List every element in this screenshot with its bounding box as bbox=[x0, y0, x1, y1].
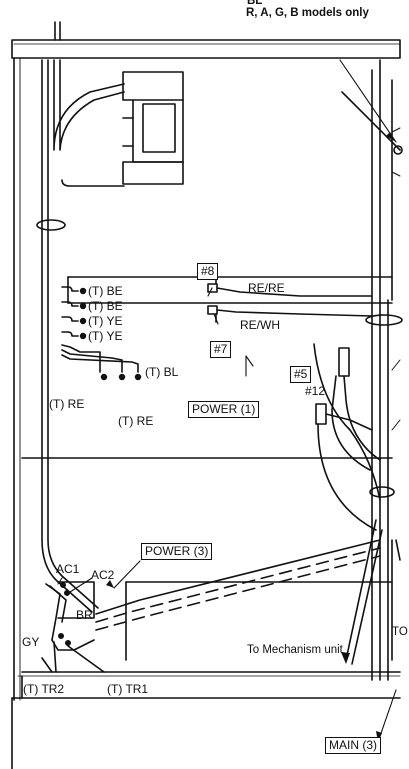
main-3-board-label: MAIN (3) bbox=[325, 737, 381, 754]
chassis-bottom-rail bbox=[11, 671, 401, 769]
ac-terminal-block bbox=[41, 539, 381, 673]
connector-harness bbox=[313, 343, 395, 531]
connector-8-box: #8 bbox=[197, 263, 219, 280]
power-1-board-label: POWER (1) bbox=[188, 401, 260, 418]
ac2-label: AC2 bbox=[91, 568, 115, 582]
mechanism-wires bbox=[345, 519, 401, 665]
connector-5-box: #5 bbox=[290, 366, 312, 383]
wire-t-bl-label: (T) BL bbox=[145, 365, 179, 379]
mechanism-unit-note: To Mechanism unit bbox=[247, 644, 343, 656]
transformer bbox=[122, 71, 184, 185]
wire-re-wh-label: RE/WH bbox=[240, 318, 280, 332]
br-label: BR bbox=[76, 608, 93, 622]
wire-t-be-label-1: (T) BE bbox=[88, 284, 123, 298]
cutoff-note: TO bbox=[392, 626, 408, 638]
power-board-outline bbox=[21, 276, 393, 661]
wire-t-re-label-2: (T) RE bbox=[118, 414, 154, 428]
wire-t-be-label-2: (T) BE bbox=[88, 299, 123, 313]
chassis-left-wall bbox=[13, 57, 21, 701]
left-harness bbox=[36, 59, 125, 613]
wire-t-re-label-1: (T) RE bbox=[49, 397, 85, 411]
ac1-label: AC1 bbox=[56, 562, 80, 576]
re-wires bbox=[207, 276, 403, 326]
header-partial-label: BL bbox=[247, 0, 263, 7]
wire-t-ye-label-2: (T) YE bbox=[88, 329, 123, 343]
t-tr1-label: (T) TR1 bbox=[107, 682, 149, 696]
chassis-top-rail bbox=[11, 21, 401, 59]
wire-re-re-label: RE/RE bbox=[248, 281, 285, 295]
wire-t-ye-label-1: (T) YE bbox=[88, 314, 123, 328]
connector-12-label: #12 bbox=[305, 384, 326, 398]
model-note-label: R, A, G, B models only bbox=[246, 7, 369, 19]
t-tr2-label: (T) TR2 bbox=[23, 682, 65, 696]
power-3-board-label: POWER (3) bbox=[141, 543, 213, 560]
gy-label: GY bbox=[22, 635, 40, 649]
connector-7-box: #7 bbox=[210, 341, 232, 358]
right-harness bbox=[341, 59, 403, 681]
terminal-taps bbox=[61, 286, 142, 381]
